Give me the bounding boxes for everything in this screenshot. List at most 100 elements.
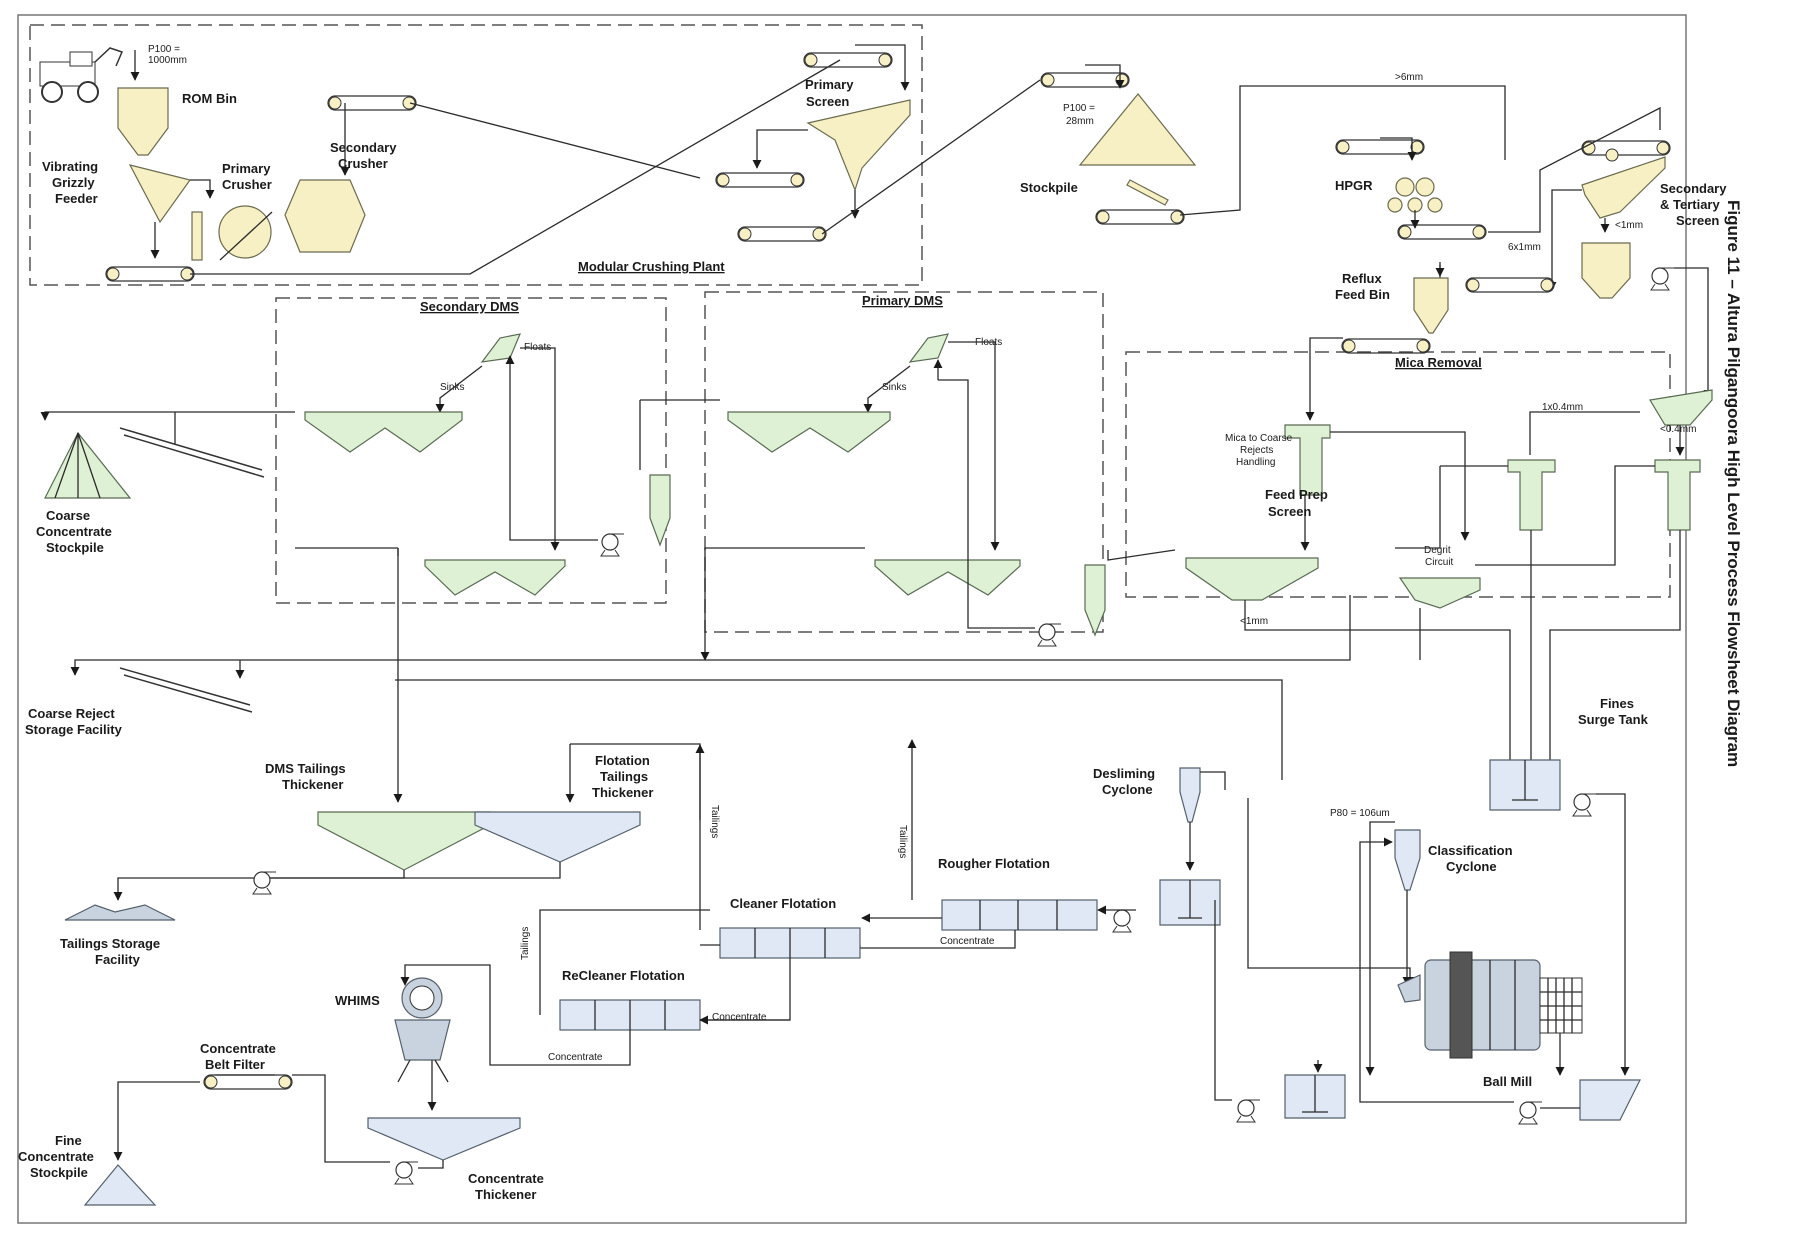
- rougher-label: Rougher Flotation: [938, 856, 1050, 871]
- sec-sinks-label: Sinks: [440, 382, 464, 393]
- degrit-circuit: [1398, 577, 1481, 609]
- whims-label: WHIMS: [335, 993, 380, 1008]
- feed-conveyor-1: [105, 266, 195, 282]
- flot-thickener-label-2: Tailings: [600, 769, 648, 784]
- whims: [394, 977, 451, 1083]
- rom-bin: [117, 87, 169, 156]
- fines-pump: [1572, 793, 1597, 817]
- mill-discharge-hopper: [1579, 1079, 1641, 1121]
- mica-removal-title: Mica Removal: [1395, 355, 1482, 370]
- recleaner-tailings-label: Tailings: [520, 927, 531, 960]
- primary-dms-sump: [1084, 564, 1106, 637]
- classification-cyclone: [1394, 829, 1421, 891]
- desliming-cyclone: [1179, 767, 1201, 823]
- screen-feed-conveyor: [1581, 140, 1671, 156]
- reflux-label-1: Reflux: [1342, 271, 1383, 286]
- flot-thickener-label-1: Flotation: [595, 753, 650, 768]
- coarse-reject-label-1: Coarse Reject: [28, 706, 115, 721]
- secondary-dms-sump: [649, 474, 671, 547]
- vibrating-grizzly-feeder: [128, 164, 192, 224]
- sts-label-3: Screen: [1676, 213, 1719, 228]
- feed-prep-label-1: Feed Prep: [1265, 487, 1328, 502]
- screen-undersize-bin: [1581, 242, 1631, 299]
- cleaner-label: Cleaner Flotation: [730, 896, 836, 911]
- loader-truck-icon: [39, 47, 124, 103]
- tsf-label-1: Tailings Storage: [60, 936, 160, 951]
- reflux-label-2: Feed Bin: [1335, 287, 1390, 302]
- feed-prep-screen: [1185, 557, 1319, 601]
- secondary-dms-title: Secondary DMS: [420, 299, 519, 314]
- coarse-concentrate-conveyor: [119, 427, 263, 471]
- six-by-1mm-label: 6x1mm: [1508, 242, 1541, 253]
- recleaner-concentrate-label: Concentrate: [548, 1052, 603, 1063]
- vgf-label-2: Grizzly: [52, 175, 95, 190]
- primary-screen-label-2: Screen: [806, 94, 849, 109]
- fines-surge-label-2: Surge Tank: [1578, 712, 1649, 727]
- primary-crusher-label-2: Crusher: [222, 177, 272, 192]
- sts-label-1: Secondary: [1660, 181, 1727, 196]
- hpgr-feed-conveyor: [1335, 139, 1425, 155]
- screen-return-conveyor: [715, 172, 805, 188]
- primary-dms-title: Primary DMS: [862, 293, 943, 308]
- flotation-tailings-thickener: [474, 811, 641, 863]
- recleaner-label: ReCleaner Flotation: [562, 968, 685, 983]
- primary-dms-floats-screen: [874, 559, 1021, 596]
- mica-removal-box: [1125, 351, 1671, 598]
- conc-thickener-label-2: Thickener: [475, 1187, 536, 1202]
- mica-hydrosizer-3: [1654, 459, 1701, 531]
- mica-to-coarse-3: Handling: [1236, 457, 1275, 468]
- ccs-label-3: Stockpile: [46, 540, 104, 555]
- vgf-label-3: Feeder: [55, 191, 98, 206]
- primary-screen-feed-conveyor: [803, 52, 893, 68]
- cbf-label-1: Concentrate: [200, 1041, 276, 1056]
- concentrate-pump: [394, 1161, 419, 1185]
- degrit-label-1: Degrit: [1424, 545, 1451, 556]
- ccs-label-1: Coarse: [46, 508, 90, 523]
- hpgr-discharge-conveyor: [1397, 224, 1487, 240]
- one-by-04-label: 1x0.4mm: [1542, 402, 1583, 413]
- secondary-crusher-label-2: Crusher: [338, 156, 388, 171]
- rom-bin-label: ROM Bin: [182, 91, 237, 106]
- primary-crusher-label-1: Primary: [222, 161, 271, 176]
- diagram-border: [17, 14, 1687, 1224]
- cbf-label-2: Belt Filter: [205, 1057, 265, 1072]
- ccs-label-2: Concentrate: [36, 524, 112, 539]
- secondary-dms-pump: [600, 533, 625, 557]
- fines-surge-label-1: Fines: [1600, 696, 1634, 711]
- crushing-area-title: Modular Crushing Plant: [578, 259, 725, 274]
- tsf-label-2: Facility: [95, 952, 141, 967]
- fcs-label-2: Concentrate: [18, 1149, 94, 1164]
- stockpile: [1078, 93, 1197, 166]
- lt1mm-label: <1mm: [1240, 616, 1268, 627]
- primary-crusher: [218, 205, 272, 259]
- hpgr: [1387, 177, 1443, 213]
- stockpile-feeder: [1126, 179, 1169, 206]
- secondary-crusher-conveyor: [327, 95, 417, 111]
- stockpile-label: Stockpile: [1020, 180, 1078, 195]
- rougher-concentrate-label: Concentrate: [940, 936, 995, 947]
- cyclone-feed-pump: [1518, 1101, 1543, 1125]
- class-cyclone-label-1: Classification: [1428, 843, 1513, 858]
- p100-rom-value: 1000mm: [148, 55, 187, 66]
- feed-prep-label-2: Screen: [1268, 504, 1311, 519]
- mica-to-coarse-2: Rejects: [1240, 445, 1273, 456]
- primary-screen-label-1: Primary: [805, 77, 854, 92]
- screen-spray-icon: [1605, 148, 1619, 162]
- reflux-feed-conveyor: [1465, 277, 1555, 293]
- primary-screen: [806, 99, 911, 192]
- ball-mill: [1397, 951, 1583, 1059]
- primary-dms-sinks-screen: [727, 411, 891, 453]
- concentrate-thickener: [367, 1117, 521, 1161]
- mica-feed-pump: [1650, 267, 1675, 291]
- desliming-label-2: Cyclone: [1102, 782, 1153, 797]
- lt04-label: <0.4mm: [1660, 424, 1696, 435]
- p100-stock-label: P100 =: [1063, 103, 1095, 114]
- reflux-bin-conveyor: [1341, 338, 1431, 354]
- primary-dms-box: [704, 291, 1104, 633]
- stockpile-feed-conveyor: [1040, 72, 1130, 88]
- p80-label: P80 = 106um: [1330, 808, 1390, 819]
- flot-thickener-label-3: Thickener: [592, 785, 653, 800]
- secondary-dms-box: [275, 297, 667, 604]
